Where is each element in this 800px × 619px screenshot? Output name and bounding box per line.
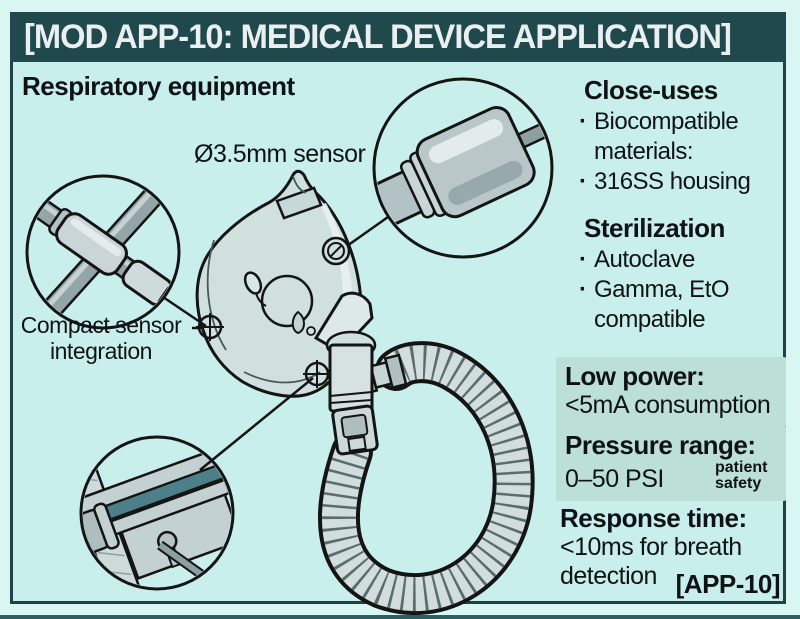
- callout-circle-bottom-left: [79, 435, 235, 591]
- crosshair-target-icon: [303, 360, 331, 388]
- list-item-text: Gamma, EtO compatible: [594, 276, 730, 333]
- pressure-range-box: Pressure range: 0–50 PSI patient safety: [556, 426, 786, 501]
- callout-circle-left: [25, 174, 181, 330]
- list-item: · Autoclave: [579, 245, 779, 275]
- list-item-text: Autoclave: [594, 246, 695, 273]
- pressure-range-title: Pressure range:: [565, 430, 756, 460]
- list-item-text: 316SS housing: [594, 168, 751, 195]
- close-uses-title: Close-uses: [584, 75, 718, 105]
- close-uses-list: · Biocompatible materials: · 316SS housi…: [579, 107, 779, 197]
- low-power-value: <5mA consumption: [565, 391, 771, 419]
- patient-safety-badge: patient safety: [715, 459, 768, 492]
- inline-sensor-barrel-icon: [376, 83, 550, 242]
- page-title: [MOD APP-10: MEDICAL DEVICE APPLICATION]: [24, 17, 732, 56]
- list-item: · Biocompatible materials:: [579, 107, 779, 167]
- bottom-edge-strip: [0, 615, 800, 619]
- app-reference-tag: [APP-10]: [675, 569, 781, 599]
- crosshair-target-icon: [321, 236, 351, 266]
- response-time-block: Response time: <10ms for breath detectio…: [560, 503, 772, 591]
- section-heading: Respiratory equipment: [22, 71, 295, 101]
- list-item: · Gamma, EtO compatible: [579, 275, 779, 335]
- sensor-diameter-label: Ø3.5mm sensor: [194, 140, 366, 168]
- bullet-icon: ·: [579, 108, 587, 135]
- integration-label: Compact sensor integration: [20, 312, 182, 364]
- callout-circle-top-right: [372, 77, 554, 259]
- sensor-cross-section-icon: [83, 448, 231, 587]
- pressure-range-value: 0–50 PSI: [565, 465, 664, 493]
- bullet-icon: ·: [579, 246, 587, 273]
- corrugated-hose: [318, 341, 535, 616]
- low-power-title: Low power:: [565, 361, 705, 391]
- list-item-text: Biocompatible materials:: [594, 108, 739, 165]
- crosshair-target-icon: [196, 313, 224, 341]
- sterilization-list: · Autoclave · Gamma, EtO compatible: [579, 245, 779, 335]
- response-time-title: Response time:: [560, 503, 747, 533]
- low-power-box: Low power: <5mA consumption: [556, 357, 786, 427]
- list-item: · 316SS housing: [579, 167, 779, 197]
- response-time-value: <10ms for breath detection: [560, 533, 742, 590]
- bullet-icon: ·: [579, 276, 587, 303]
- elbow-connector: [313, 291, 379, 456]
- bullet-icon: ·: [579, 168, 587, 195]
- sterilization-title: Sterilization: [584, 213, 725, 243]
- title-banner: [MOD APP-10: MEDICAL DEVICE APPLICATION]: [10, 12, 786, 62]
